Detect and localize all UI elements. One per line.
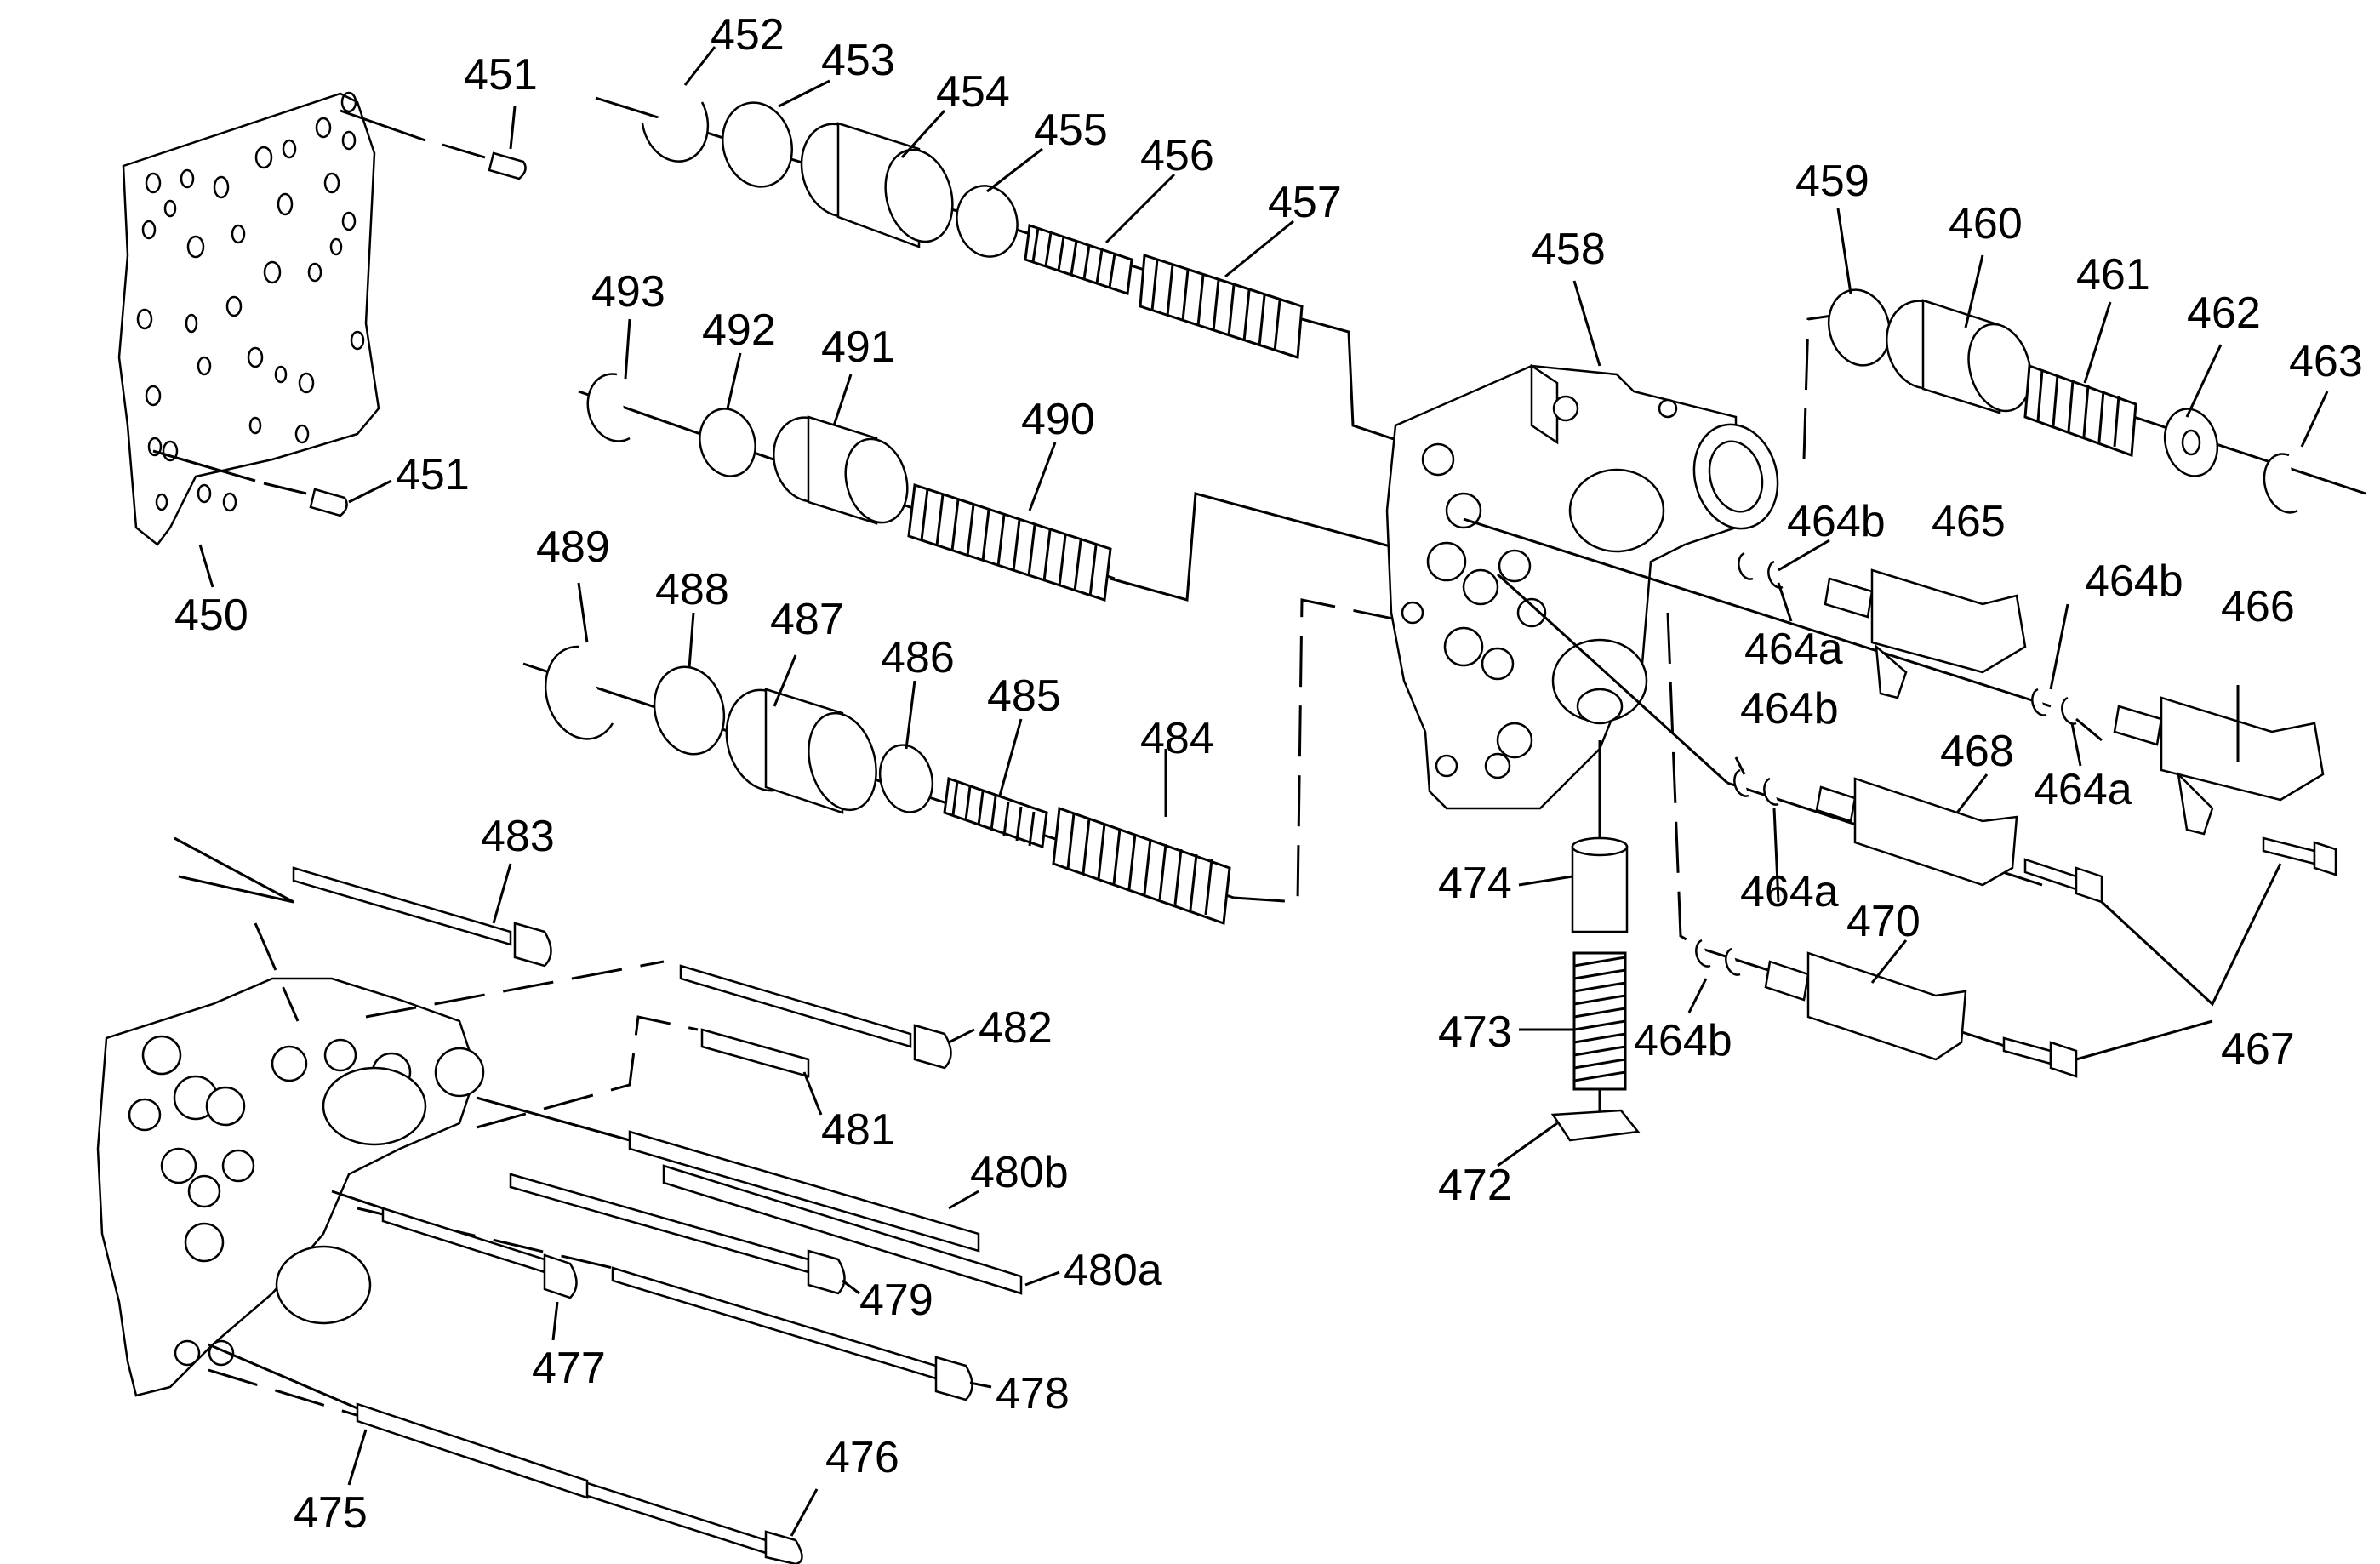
callout-leaders — [198, 46, 2329, 1537]
solenoid-470 — [1666, 612, 2035, 1061]
callout-451-top: 451 — [464, 50, 538, 100]
callout-485: 485 — [987, 671, 1061, 721]
callout-466: 466 — [2221, 582, 2295, 631]
callout-489: 489 — [536, 522, 610, 572]
callout-459: 459 — [1795, 157, 1869, 206]
callout-480a: 480a — [1064, 1246, 1162, 1295]
callout-475: 475 — [294, 1488, 368, 1538]
callout-476: 476 — [825, 1433, 899, 1482]
callout-451-bottom: 451 — [396, 450, 470, 499]
callout-457: 457 — [1268, 178, 1342, 227]
callout-450: 450 — [174, 591, 248, 640]
callout-464b-3: 464b — [1740, 684, 1839, 733]
middle-valve-train — [578, 373, 1447, 602]
callout-464a-2: 464a — [2034, 765, 2132, 814]
callout-470: 470 — [1846, 897, 1921, 946]
callout-473: 473 — [1438, 1007, 1512, 1057]
callout-453: 453 — [821, 36, 895, 85]
callout-493: 493 — [591, 267, 665, 317]
callout-455: 455 — [1034, 106, 1108, 155]
callout-464a-1: 464a — [1744, 625, 1843, 674]
bolts-lower-left — [208, 866, 1023, 1564]
spacer-plate-450 — [117, 91, 380, 546]
solenoid-465 — [1463, 517, 2052, 708]
callout-490: 490 — [1021, 395, 1095, 444]
callout-472: 472 — [1438, 1161, 1512, 1210]
callout-484: 484 — [1140, 714, 1214, 763]
callout-478: 478 — [996, 1369, 1070, 1418]
solenoid-468 — [1496, 573, 2043, 887]
callout-491: 491 — [821, 323, 895, 372]
callout-461: 461 — [2076, 250, 2150, 300]
callout-483: 483 — [481, 812, 555, 861]
callout-480b: 480b — [970, 1148, 1069, 1197]
callout-487: 487 — [770, 595, 844, 644]
callout-460: 460 — [1949, 199, 2023, 248]
top-valve-train — [595, 96, 1430, 453]
callout-labels: 450 451 451 452 453 454 455 456 457 458 … — [174, 10, 2363, 1538]
callout-468: 468 — [1940, 727, 2014, 776]
callout-481: 481 — [821, 1105, 895, 1155]
pin-451-top — [340, 109, 527, 180]
plug-spring-plate — [1550, 740, 1641, 1142]
callout-454: 454 — [936, 67, 1010, 117]
callout-465: 465 — [1932, 497, 2006, 546]
callout-464a-3: 464a — [1740, 867, 1839, 916]
lower-valve-train — [522, 598, 1447, 926]
lower-valve-body — [96, 836, 485, 1397]
callout-482: 482 — [979, 1003, 1053, 1053]
valve-body-458 — [1385, 363, 1779, 810]
callout-458: 458 — [1532, 225, 1606, 274]
callout-477: 477 — [532, 1344, 606, 1393]
callout-462: 462 — [2187, 288, 2261, 338]
callout-492: 492 — [702, 305, 776, 355]
callout-467: 467 — [2221, 1025, 2295, 1074]
callout-488: 488 — [655, 565, 729, 614]
callout-452: 452 — [711, 10, 785, 60]
bolts-467 — [2002, 836, 2337, 1078]
pin-451-bottom — [152, 449, 348, 517]
callout-456: 456 — [1140, 131, 1214, 180]
callout-486: 486 — [881, 633, 955, 682]
callout-479: 479 — [859, 1276, 933, 1325]
callout-463: 463 — [2289, 337, 2363, 386]
callout-474: 474 — [1438, 859, 1512, 908]
top-right-valve-train — [1802, 288, 2366, 514]
callout-464b-2: 464b — [2085, 557, 2183, 606]
callout-464b-1: 464b — [1787, 497, 1886, 546]
callout-464b-4: 464b — [1634, 1016, 1732, 1065]
